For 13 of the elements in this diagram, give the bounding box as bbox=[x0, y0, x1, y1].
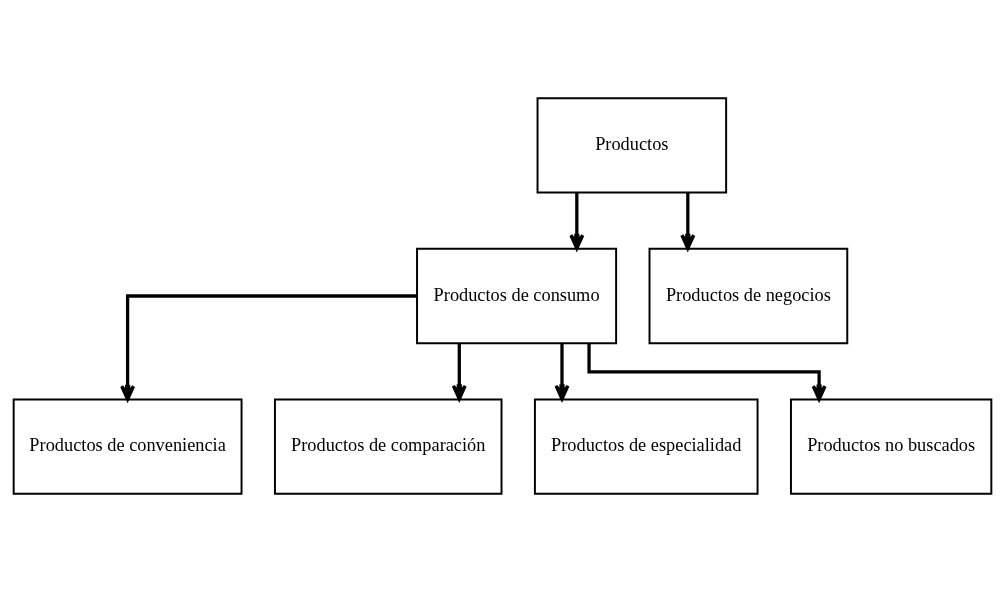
arrow bbox=[451, 342, 467, 401]
arrow bbox=[569, 192, 585, 250]
node-box: Productos no buscados bbox=[790, 397, 993, 495]
arrow bbox=[120, 293, 417, 401]
arrow bbox=[680, 192, 696, 250]
node-box: Productos de especialidad bbox=[533, 397, 759, 495]
node-box: Productos de consumo bbox=[416, 247, 618, 344]
arrow bbox=[587, 342, 827, 401]
node-box: Productos bbox=[536, 96, 728, 193]
node-box: Productos de conveniencia bbox=[12, 397, 243, 495]
node-box: Productos de negocios bbox=[648, 247, 849, 344]
arrow bbox=[554, 342, 570, 401]
node-box: Productos de comparación bbox=[273, 397, 503, 495]
